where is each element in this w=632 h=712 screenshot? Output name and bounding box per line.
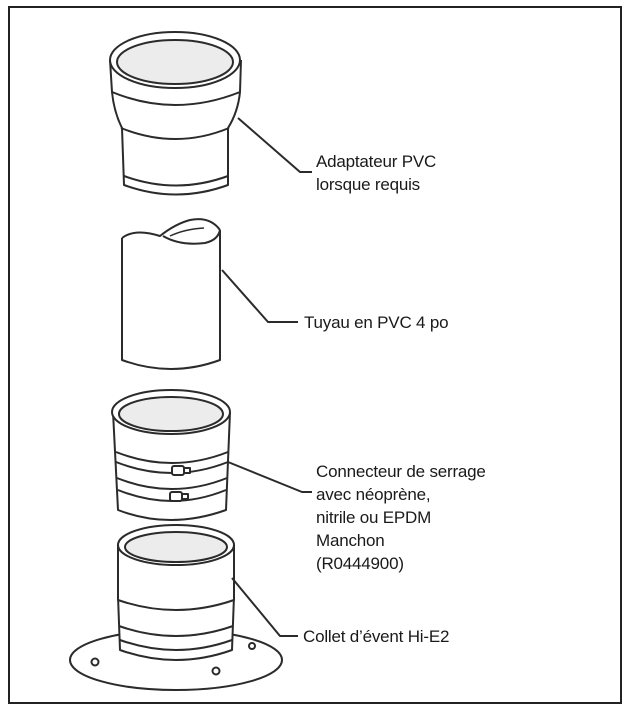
vent-collar-part [69, 524, 283, 691]
clamp-connector-part [111, 389, 231, 521]
label-vent-collar: Collet d’évent Hi-E2 [303, 627, 450, 646]
leader-collar [231, 577, 298, 637]
diagram-frame [8, 6, 622, 704]
label-pvc-adapter: Adaptateur PVC lorsque requis [316, 152, 437, 194]
label-clamp-connector: Connecteur de serrage avec néoprène, nit… [316, 462, 486, 573]
pvc-pipe-part [121, 218, 221, 370]
leader-pipe [221, 269, 298, 323]
pvc-adapter-part [109, 31, 242, 196]
leader-adapter [237, 117, 312, 173]
label-pvc-pipe: Tuyau en PVC 4 po [304, 313, 449, 332]
leader-connector [227, 461, 312, 493]
leader-lines [221, 117, 312, 637]
